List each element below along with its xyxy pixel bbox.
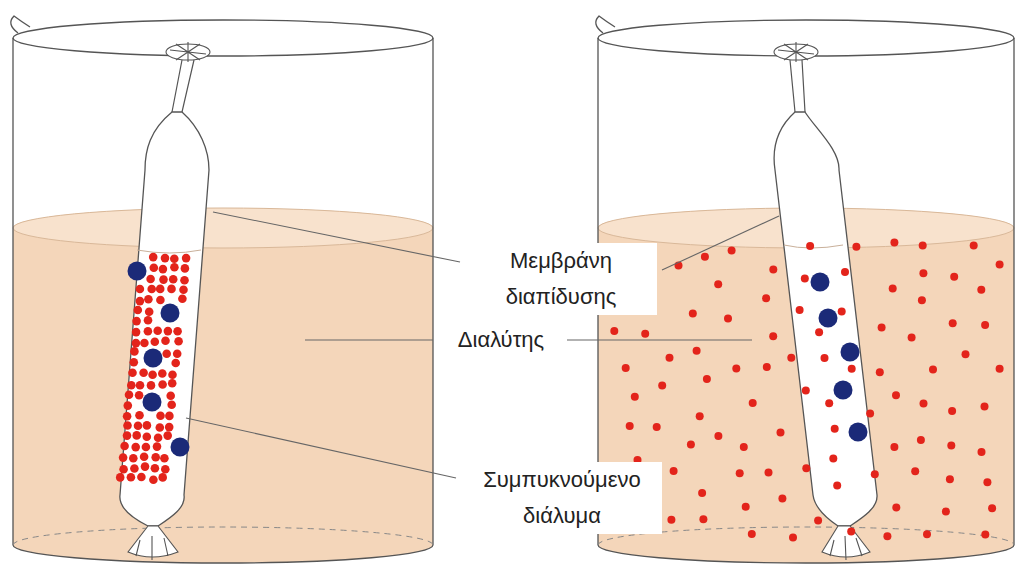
membrane-label: Μεμβράνη διαπίδυσης <box>465 243 657 315</box>
dialysis-bag-right <box>774 42 877 560</box>
dialysis-bag-left <box>116 42 210 560</box>
leader-lines <box>186 212 779 478</box>
solvent-label: Διαλύτης <box>437 322 565 358</box>
solution-label: Συμπυκνούμενο διάλυμα <box>462 462 662 534</box>
beaker-left <box>11 16 433 563</box>
